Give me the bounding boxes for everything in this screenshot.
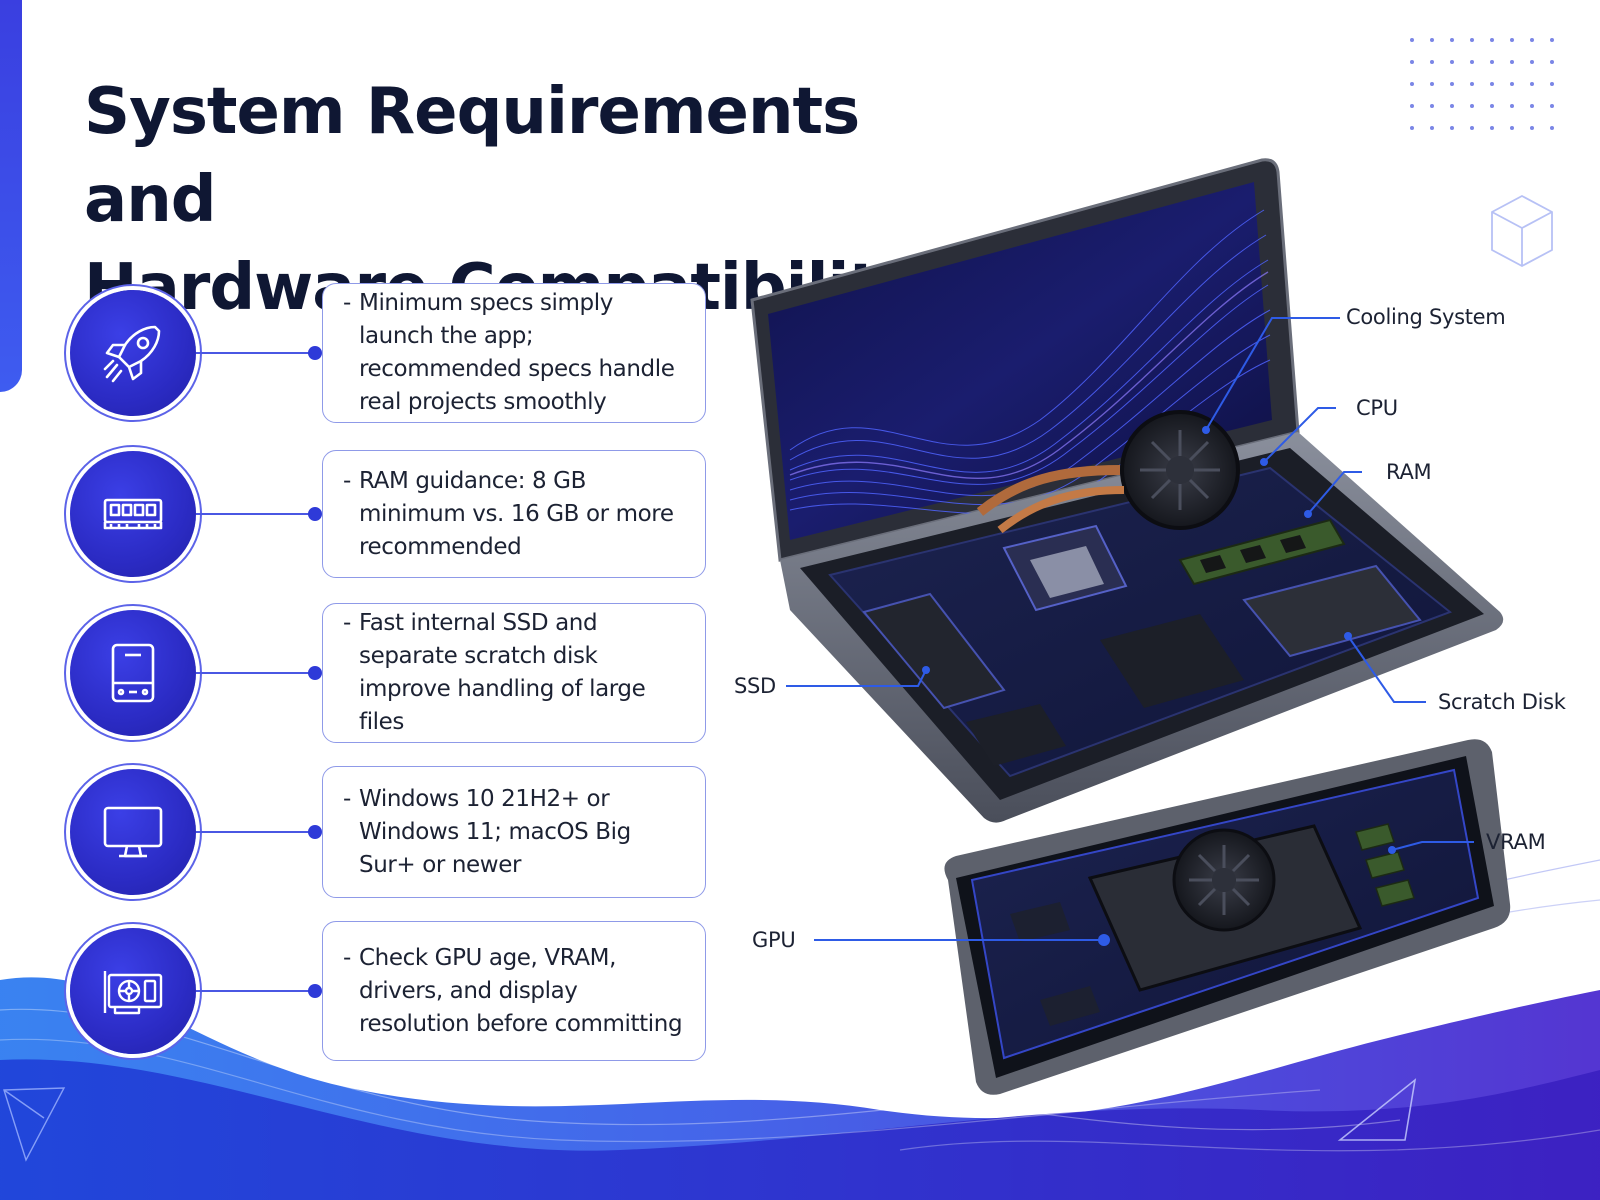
grid-dot xyxy=(1430,82,1434,86)
cube-decoration xyxy=(1491,194,1553,268)
grid-dot xyxy=(1490,82,1494,86)
grid-dot xyxy=(1550,104,1554,108)
grid-dot xyxy=(1490,60,1494,64)
connector-line xyxy=(196,352,320,354)
requirement-text: Check GPU age, VRAM, drivers, and displa… xyxy=(343,942,687,1041)
cpu-chip xyxy=(1002,524,1128,612)
grid-dot xyxy=(1410,60,1414,64)
grid-dot xyxy=(1510,104,1514,108)
requirement-text: Windows 10 21H2+ or Windows 11; macOS Bi… xyxy=(343,783,687,882)
grid-dot xyxy=(1530,82,1534,86)
grid-dot xyxy=(1470,60,1474,64)
connector-line xyxy=(196,672,320,674)
grid-dot xyxy=(1490,126,1494,130)
connector-line xyxy=(196,831,320,833)
connector-dot xyxy=(308,825,322,839)
graphics-card-icon xyxy=(70,928,196,1054)
grid-dot xyxy=(1430,104,1434,108)
requirement-card: RAM guidance: 8 GB minimum vs. 16 GB or … xyxy=(322,450,706,578)
grid-dot xyxy=(1530,126,1534,130)
grid-dot xyxy=(1490,104,1494,108)
grid-dot xyxy=(1410,38,1414,42)
dot-grid-decoration xyxy=(1410,38,1554,130)
requirement-text: Minimum specs simply launch the app; rec… xyxy=(343,287,687,419)
grid-dot xyxy=(1510,126,1514,130)
grid-dot xyxy=(1430,60,1434,64)
paper-plane-decoration xyxy=(3,1087,66,1162)
ram-sticks xyxy=(1178,518,1346,586)
requirement-card: Minimum specs simply launch the app; rec… xyxy=(322,283,706,423)
connector-line xyxy=(196,513,320,515)
grid-dot xyxy=(1430,126,1434,130)
callout-scratch-disk: Scratch Disk xyxy=(1438,690,1566,714)
callout-vram: VRAM xyxy=(1486,830,1546,854)
grid-dot xyxy=(1550,38,1554,42)
hard-drive-icon xyxy=(70,610,196,736)
requirement-row-launch: Minimum specs simply launch the app; rec… xyxy=(70,283,706,423)
connector-dot xyxy=(308,984,322,998)
requirement-card: Windows 10 21H2+ or Windows 11; macOS Bi… xyxy=(322,766,706,898)
requirement-text: Fast internal SSD and separate scratch d… xyxy=(343,607,687,739)
grid-dot xyxy=(1470,126,1474,130)
requirement-row-ram: RAM guidance: 8 GB minimum vs. 16 GB or … xyxy=(70,450,706,578)
connector-dot xyxy=(308,666,322,680)
callout-cpu: CPU xyxy=(1356,396,1398,420)
grid-dot xyxy=(1450,82,1454,86)
grid-dot xyxy=(1450,38,1454,42)
grid-dot xyxy=(1470,82,1474,86)
rocket-icon xyxy=(70,290,196,416)
grid-dot xyxy=(1410,104,1414,108)
gpu-board xyxy=(944,739,1511,1095)
grid-dot xyxy=(1450,60,1454,64)
requirement-card: Check GPU age, VRAM, drivers, and displa… xyxy=(322,921,706,1061)
requirement-text: RAM guidance: 8 GB minimum vs. 16 GB or … xyxy=(343,465,687,564)
callout-gpu: GPU xyxy=(752,928,796,952)
callout-ram: RAM xyxy=(1386,460,1432,484)
grid-dot xyxy=(1530,104,1534,108)
callout-ssd: SSD xyxy=(734,674,776,698)
grid-dot xyxy=(1490,38,1494,42)
ram-module-icon xyxy=(70,451,196,577)
vram-chips xyxy=(1355,823,1415,907)
scratch-disk-module xyxy=(1242,564,1422,658)
triangle-decoration xyxy=(1337,1078,1417,1141)
requirement-row-gpu: Check GPU age, VRAM, drivers, and displa… xyxy=(70,921,706,1061)
grid-dot xyxy=(1450,126,1454,130)
grid-dot xyxy=(1450,104,1454,108)
grid-dot xyxy=(1510,38,1514,42)
requirement-row-storage: Fast internal SSD and separate scratch d… xyxy=(70,603,706,743)
grid-dot xyxy=(1430,38,1434,42)
grid-dot xyxy=(1530,38,1534,42)
callout-cooling-system: Cooling System xyxy=(1346,305,1506,329)
ssd-module xyxy=(862,592,1006,710)
connector-line xyxy=(196,990,320,992)
grid-dot xyxy=(1550,82,1554,86)
laptop-base xyxy=(780,410,1504,823)
grid-dot xyxy=(1470,38,1474,42)
title-line-1: System Requirements and xyxy=(84,75,860,237)
left-accent-bar xyxy=(0,0,22,392)
grid-dot xyxy=(1550,126,1554,130)
cooling-fan xyxy=(1120,410,1240,530)
grid-dot xyxy=(1510,82,1514,86)
grid-dot xyxy=(1470,104,1474,108)
connector-dot xyxy=(308,346,322,360)
grid-dot xyxy=(1410,82,1414,86)
monitor-icon xyxy=(70,769,196,895)
grid-dot xyxy=(1410,126,1414,130)
grid-dot xyxy=(1530,60,1534,64)
gpu-cooler xyxy=(1087,824,1363,992)
connector-dot xyxy=(308,507,322,521)
grid-dot xyxy=(1510,60,1514,64)
requirement-card: Fast internal SSD and separate scratch d… xyxy=(322,603,706,743)
requirement-row-os: Windows 10 21H2+ or Windows 11; macOS Bi… xyxy=(70,766,706,898)
grid-dot xyxy=(1550,60,1554,64)
